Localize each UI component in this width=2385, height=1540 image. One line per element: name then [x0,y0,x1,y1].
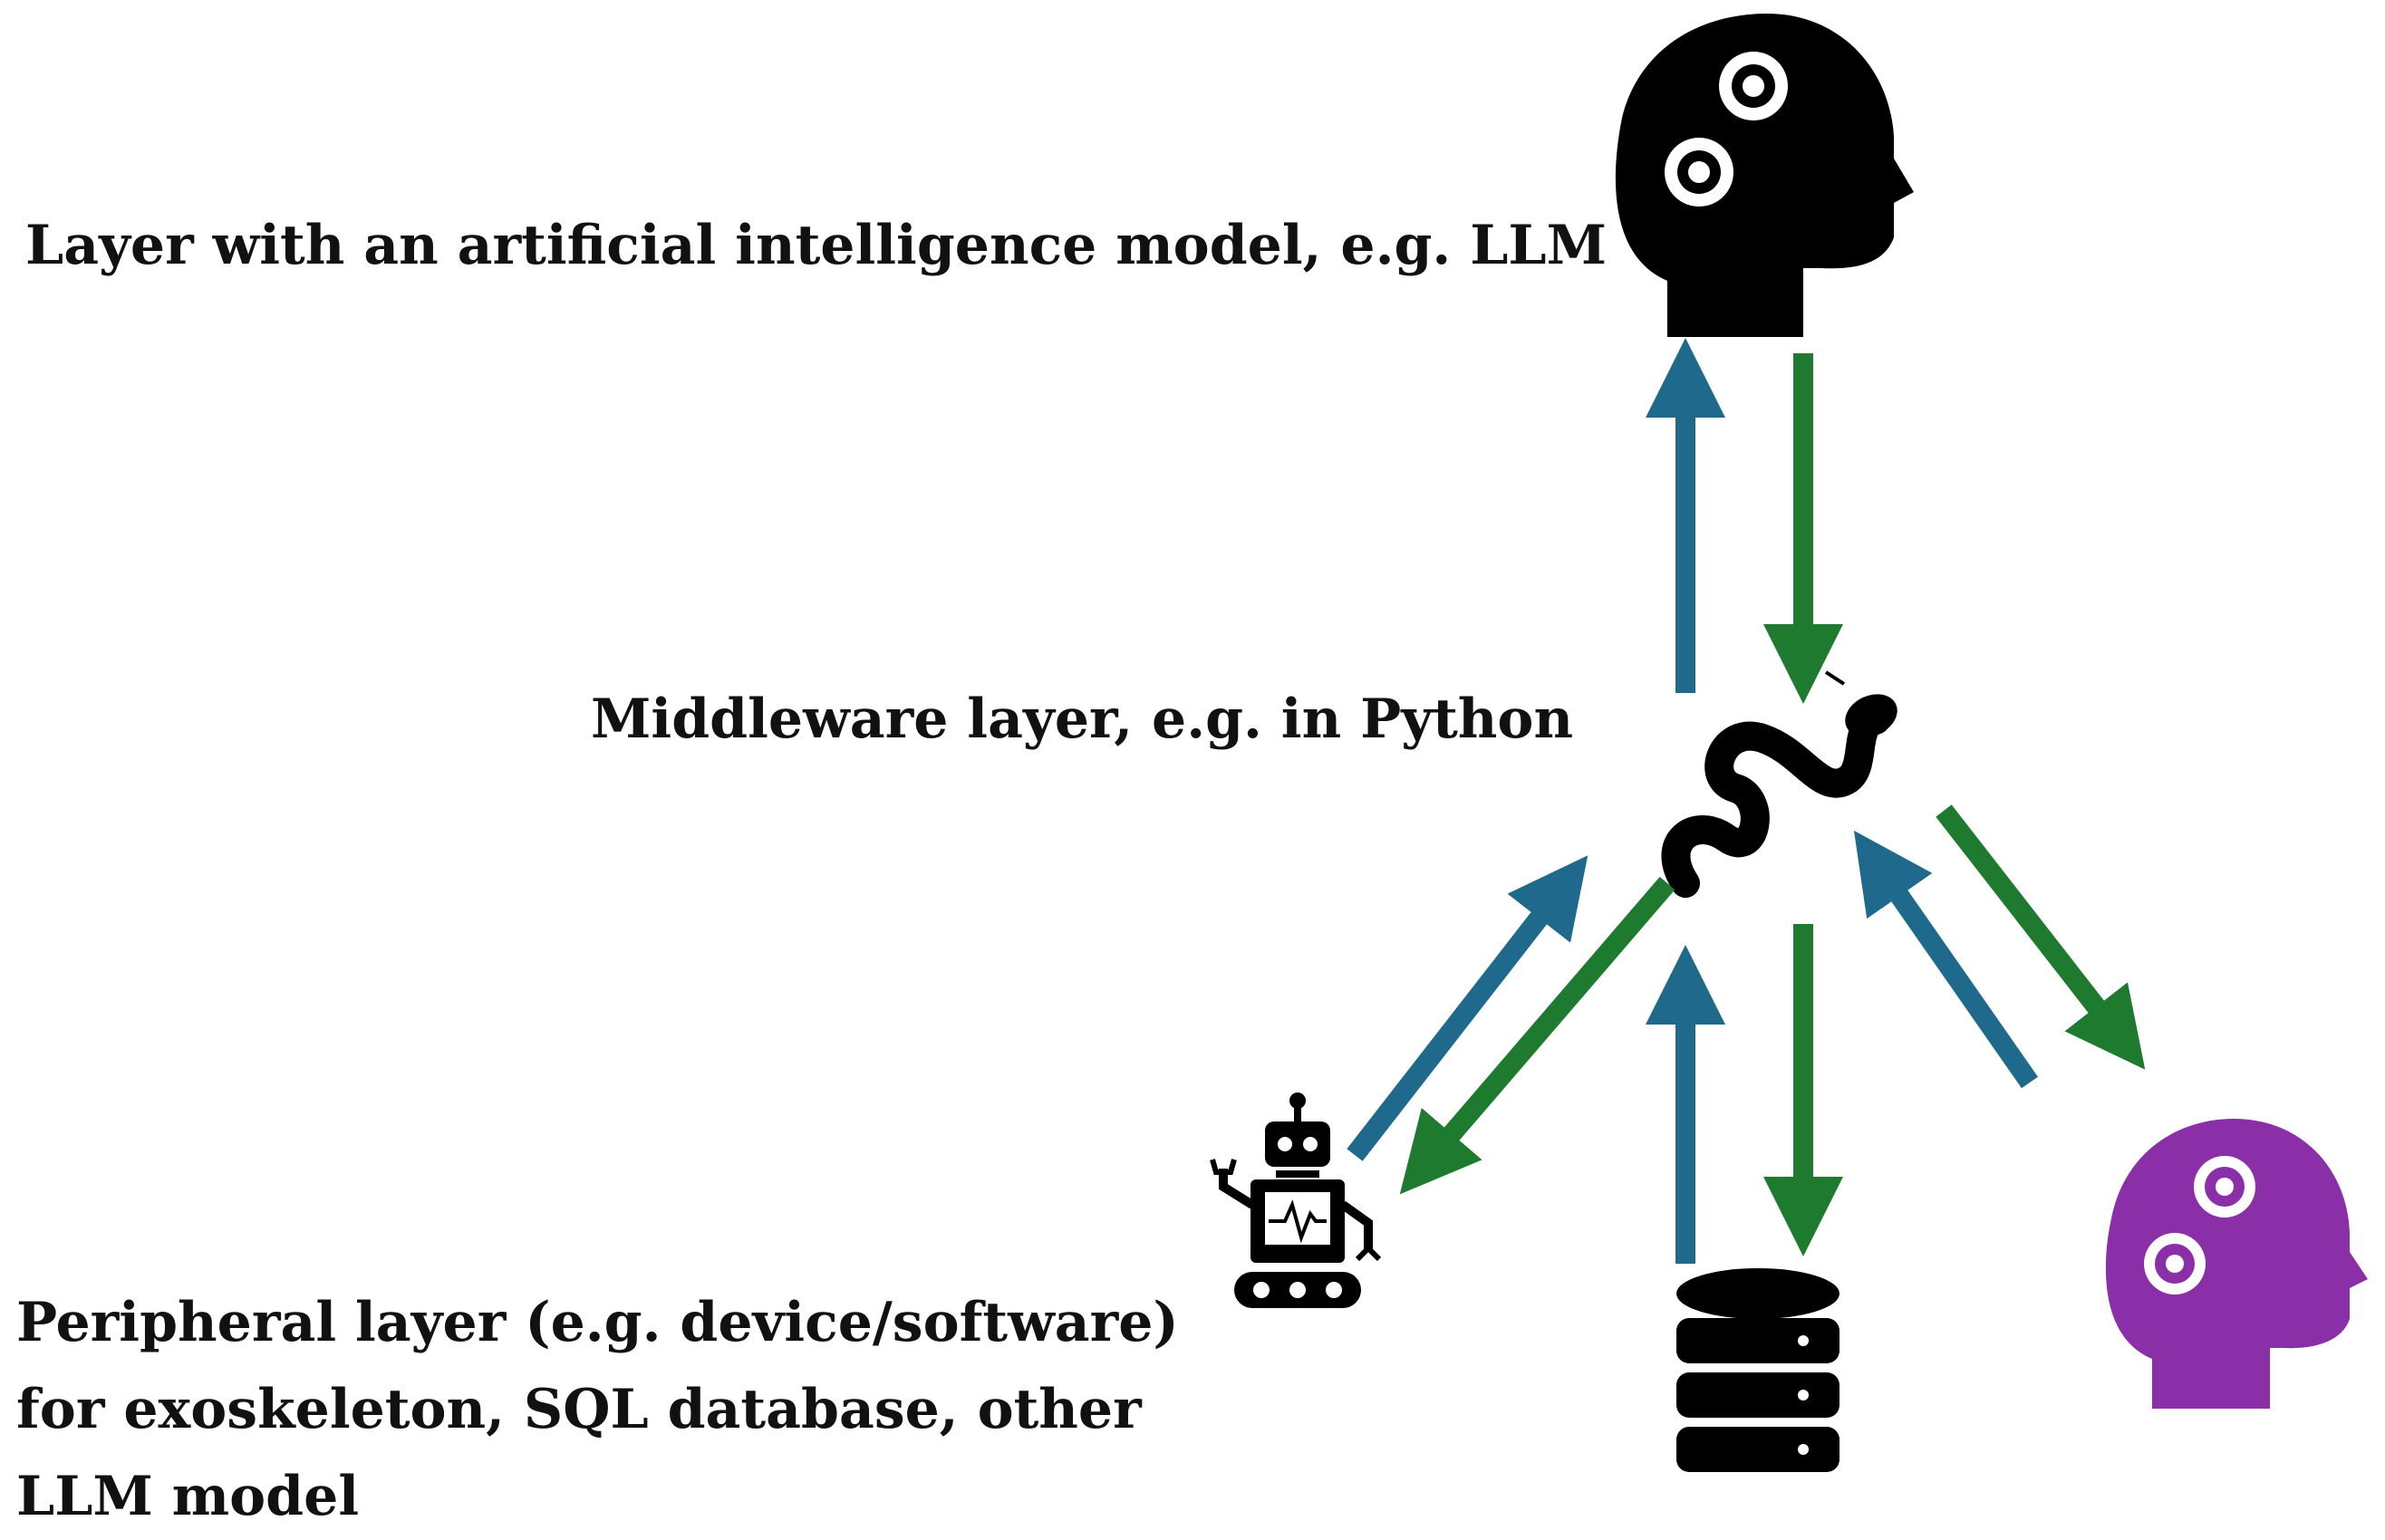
head-with-gears-icon [1615,14,1914,337]
database-icon [1676,1268,1839,1472]
peripheral-label-line-2: for exoskeleton, SQL database, other [16,1378,1142,1441]
arrow-robot-to-middleware [1347,855,1588,1161]
middleware-layer-label: Middleware layer, e.g. in Python [591,688,1574,751]
python-snake-icon [1661,670,1897,898]
purple-head-with-gears-icon [2105,1119,2368,1409]
peripheral-label-line-3: LLM model [16,1465,360,1528]
arrow-middleware-to-llm [1936,804,2146,1070]
peripheral-layer-label: Peripheral layer (e.g. device/software) … [16,1279,1179,1540]
robot-icon [1210,1092,1382,1308]
arrow-middleware-to-robot [1399,876,1675,1195]
peripheral-label-line-1: Peripheral layer (e.g. device/software) [16,1291,1179,1354]
arrow-llm-to-middleware [1853,830,2039,1089]
ai-layer-label: Layer with an artificial intelligence mo… [25,214,1607,277]
